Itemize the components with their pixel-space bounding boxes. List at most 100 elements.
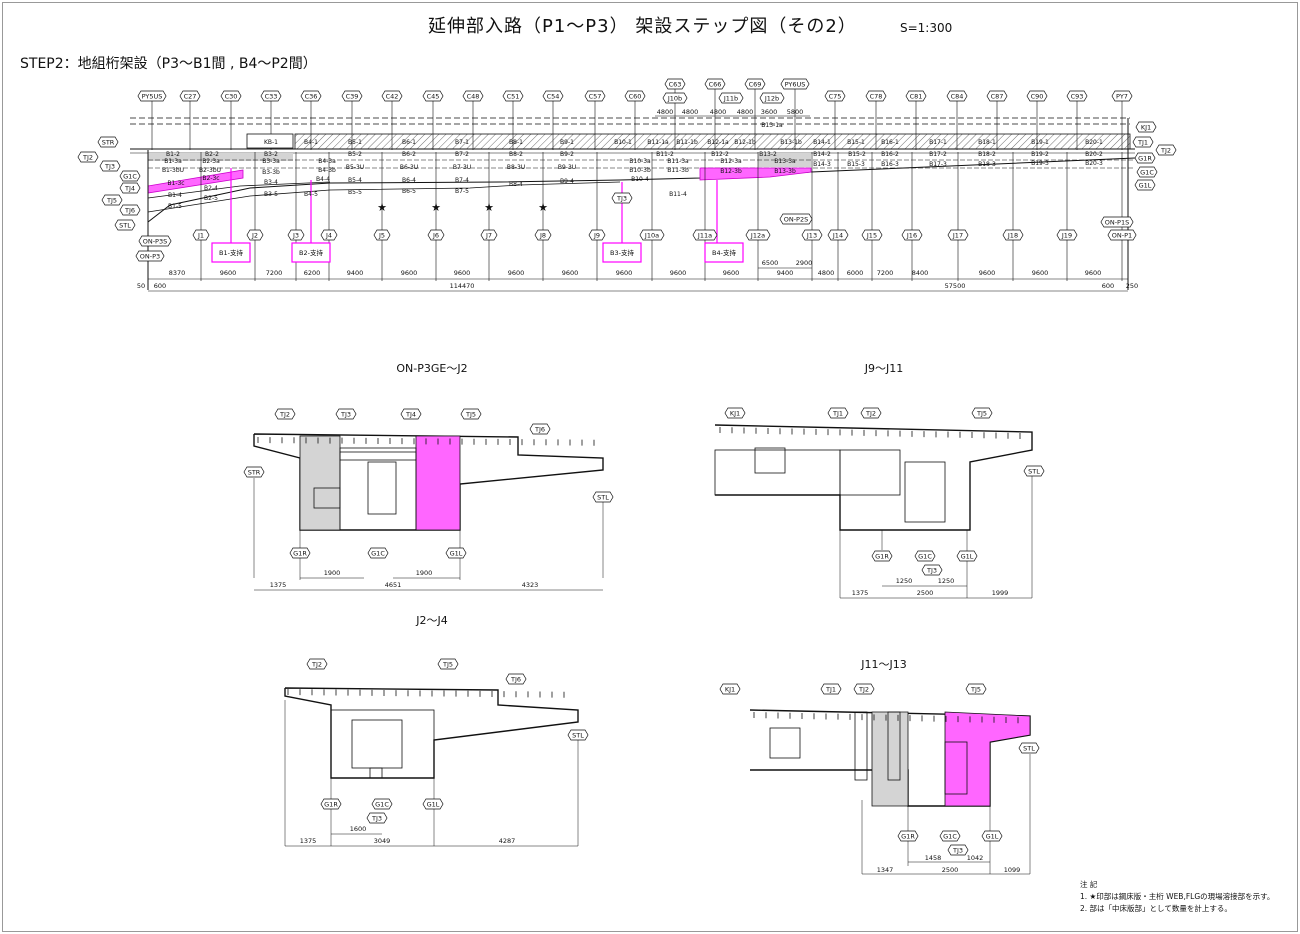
tag-outline [853,683,875,695]
block-label: B6-1 [402,139,416,146]
section-tag: TJ5 [965,683,987,695]
block-label: B19-3 [1031,160,1049,167]
block-label: B17-3 [929,161,947,168]
tag-outline [427,229,445,241]
joint-tag-text: J12a [750,231,765,239]
section-dimension: 1099 [1004,866,1021,874]
tag-outline [462,90,484,102]
joint-tag: J6 [427,229,445,241]
block-label: B10-4 [631,176,649,183]
upper-joint-tag-text: J11b [723,94,738,102]
span-dimension: 9600 [723,269,740,277]
span-dimension: 9600 [616,269,633,277]
column-tag: C84 [946,90,968,102]
column-tag-text: C63 [669,80,682,88]
tag-outline [373,229,391,241]
column-tag: C81 [905,90,927,102]
block-label: B14-1 [813,139,831,146]
joint-tag-text: J1 [197,231,204,239]
section-tag-text: TJ2 [279,410,290,418]
section-tag: G1R [897,830,919,842]
joint-tag: J13 [801,229,823,241]
joint-tag: J3 [287,229,305,241]
tag-outline [480,229,498,241]
section-dimension: 1900 [416,569,433,577]
block-label: B5-5 [348,189,362,196]
upper-joint-tag-text: J12b [764,94,779,102]
tag-outline [1018,742,1040,754]
block-label: B5-2 [348,151,362,158]
tag-outline [592,491,614,503]
span-dimension: 9400 [347,269,364,277]
column-tag-text: C78 [870,92,883,100]
block-label: B16-1 [881,139,899,146]
joint-tag: J7 [480,229,498,241]
girder-panel [887,711,901,781]
section-tag: STL [567,729,589,741]
tag-outline [744,78,766,90]
block-label: B12-1a [707,139,729,146]
left-tag-text: ON-P3 [140,252,160,260]
column-tag-text: C30 [225,92,238,100]
section-dimension: 1347 [877,866,894,874]
block-label: B3-2 [264,151,278,158]
column-tag: C33 [260,90,282,102]
weld-star-icon: ★ [431,201,441,214]
section-dimension: 3049 [374,837,391,845]
span-dimension: 9600 [670,269,687,277]
weld-star-icon: ★ [484,201,494,214]
section-dimension: 1900 [324,569,341,577]
block-label: B18-2 [978,151,996,158]
section-tag-text: G1R [324,800,338,808]
section-tag-text: TJ1 [825,685,836,693]
notes: 注 記 1. ★印部は鋼床版・主桁 WEB,FLGの現場溶接部を示す。 2. 部… [1080,879,1274,915]
block-label: B3-3b [262,169,280,176]
column-tag-text: C27 [184,92,197,100]
left-tag: G1C [119,170,141,182]
block-label: B1-5 [168,203,182,210]
section-tag-text: KJ1 [730,409,740,417]
support-label: B3-支持 [610,248,634,257]
left-tag: TJ5 [101,194,123,206]
block-label: B8-4 [509,181,523,188]
joint-tag-text: J13 [806,231,817,239]
right-tag-text: G1C [1140,168,1154,176]
section-tag-text: G1R [901,832,915,840]
column-tag: C30 [220,90,242,102]
left-tag-text: G1C [123,172,137,180]
section-title: J11～J13 [860,658,906,671]
tag-outline [246,229,264,241]
block-label: B19-2 [1031,151,1049,158]
column-tag-text: C75 [829,92,842,100]
span-dimension: 9600 [401,269,418,277]
column-tag-text: PY5US [142,92,163,100]
section-tag-text: STL [1028,467,1040,475]
section-tag-text: TJ5 [976,409,987,417]
block-label: B12-2 [711,151,729,158]
section-tag-text: TJ5 [465,410,476,418]
section-tag: G1C [939,830,961,842]
joint-tag-text: J7 [485,231,492,239]
section-dimension: 2500 [942,866,959,874]
section-tag: TJ3 [947,844,969,856]
tag-outline [901,229,923,241]
tag-outline [865,90,887,102]
section-tag: TJ6 [529,423,551,435]
tag-outline [1136,166,1158,178]
tag-outline [306,658,328,670]
tag-outline [692,229,718,241]
tag-outline [1107,229,1137,241]
column-tag-text: PY7 [1116,92,1128,100]
block-label: B6-2 [402,151,416,158]
tag-outline [956,550,978,562]
block-label: B5-4 [348,177,362,184]
block-label: B1-2 [166,151,180,158]
span-dimension: 9600 [220,269,237,277]
block-label: B18-1 [978,139,996,146]
joint-tag: J8 [534,229,552,241]
column-tag-text: PY6US [785,80,806,88]
column-tag: C63 [664,78,686,90]
tag-outline [986,90,1008,102]
joint-tag-text: J15 [866,231,877,239]
column-tag-text: C90 [1031,92,1044,100]
